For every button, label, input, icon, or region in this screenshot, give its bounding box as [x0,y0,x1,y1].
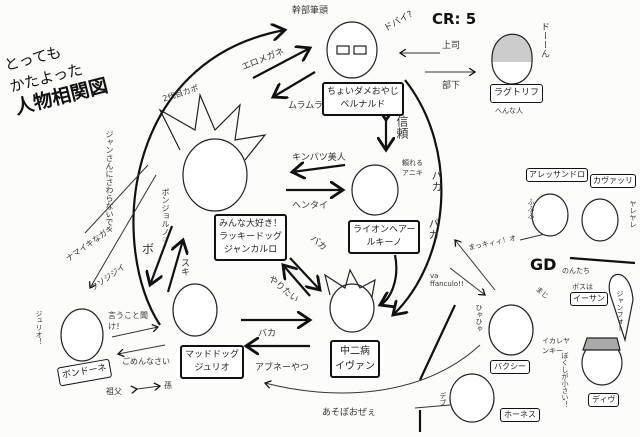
bernardo-name-box: ちょいダメおやじ ベルナルド [322,82,404,116]
cavalli-face [581,198,619,242]
bondone-shout: ジュリオ！ [35,310,43,345]
label-baka-giulio: バカ [258,329,277,339]
gd-boss-name: イーサン [570,292,608,306]
line-gd [569,256,636,265]
label-suki: スキ [179,258,189,276]
label-muramura: ムラムラ [288,101,323,111]
label-vaffanculo: va ffanculo!! [430,272,464,288]
arrow-muramura [273,71,316,97]
label-mago: 孫 [164,381,172,390]
label-bo: ボ [142,242,155,256]
giancarlo-greeting: ボンジョルノ♡ [161,188,170,245]
cavalli-name-box: カヴァッリ [590,174,636,188]
giancarlo-epithet: みんな大好き！ [219,219,283,229]
label-abunee: アブネーやつ [255,363,310,373]
arrow-kinpatsu [292,165,346,172]
giancarlo-title: ラッキードッグ [219,232,283,242]
alessandro-face [531,193,569,237]
hornes-name-box: ホーネス [500,408,540,422]
ivan-face [329,283,375,333]
gd-boss-label: ボスは [572,283,593,291]
arrow-yaritai [283,265,311,297]
hornes-note: デブ [439,392,447,406]
ragtolf-exclaim: ドーーん [539,22,549,58]
giulio-epithet: マッドドッグ [185,350,240,360]
ragtolf-name-box: ラグトリフ [490,84,544,103]
label-asobo: あそぼおぜぇ [322,408,377,418]
label-jan-sawaranaide: ジャンさんにさわらないで [105,130,114,226]
bakshi-laugh: ひゃひゃ [475,304,483,332]
giancarlo-name-box: みんな大好き！ ラッキードッグ ジャンカルロ [214,214,288,261]
speech-bubble [608,273,634,343]
label-iukoto: 言うこと聞け！ [108,311,148,331]
hornes-face [449,373,495,423]
cr-label: CR: 5 [432,10,477,28]
arrow-ero-megane [252,48,310,79]
label-joushi: 上司 [442,41,461,51]
arrow-giulio-to-bernardo [132,30,285,326]
face-drawings [60,21,634,423]
bakshi-name-box: バクシー [490,360,530,374]
luchino-note: 頼れるアニキ [402,159,423,177]
giulio-name: ジュリオ [194,363,230,373]
giulio-name-box: マッドドッグ ジュリオ [180,345,245,379]
label-baka-luchino: バカ [427,218,440,240]
ivan-name-box: 中二病 イヴァン [330,340,380,378]
alessandro-name-box: アレッサンドロ [526,168,588,182]
bondone-face [60,308,104,362]
alessandro-laugh: ふふふ [527,198,535,219]
label-baka-bernardo: バカ [430,170,443,192]
arrow-bernardo-to-ivan [393,79,443,315]
label-kinpatsu: キンパツ美人 [292,153,346,163]
bernardo-name: ベルナルド [340,100,386,110]
giancarlo-hair [158,92,267,161]
cavalli-sigh: ヤレヤレ [629,200,637,228]
giancarlo-name: ジャンカルロ [223,245,278,255]
bernardo-face [326,21,378,79]
ivan-name: イヴァン [335,361,375,372]
label-shinrai: 信頼 [395,115,409,139]
luchino-name: ルキーノ [366,238,402,248]
bakshi-note-chiisai: ぼくしが小さい！ [561,352,569,408]
giancarlo-face [182,138,248,212]
dieg-name-box: ディヴ [588,393,620,407]
luchino-name-box: ライオンヘアー ルキーノ [348,220,421,254]
giulio-face [172,283,218,337]
arrow-gian-to-ivan [289,257,320,290]
arrow-bo [150,225,174,285]
ivan-epithet: 中二病 [340,346,370,357]
bakshi-face [488,304,534,356]
bernardo-epithet: ちょいダメおやじ [327,87,399,97]
label-buka: 部下 [442,81,461,91]
label-sofu: 祖父 [106,387,122,396]
bakshi-note-ikare: イカレヤンキー [542,337,570,355]
dieg-speech: ジャンフォー [616,290,624,332]
label-gomennasai: ごめんなさい [122,357,170,366]
label-hentai: ヘンタイ [292,201,329,211]
line-bakshi [419,304,456,381]
ragtolf-note: へんな人 [495,107,523,115]
luchino-face [351,164,399,216]
gd-sub: のんたち [562,267,590,275]
gd-label: GD [530,255,557,274]
bernardo-note: 幹部筆頭 [292,6,329,16]
luchino-epithet: ライオンヘアー [353,225,416,235]
arrow-suki [166,240,183,293]
arrow-luchino-to-ivan [380,254,398,305]
